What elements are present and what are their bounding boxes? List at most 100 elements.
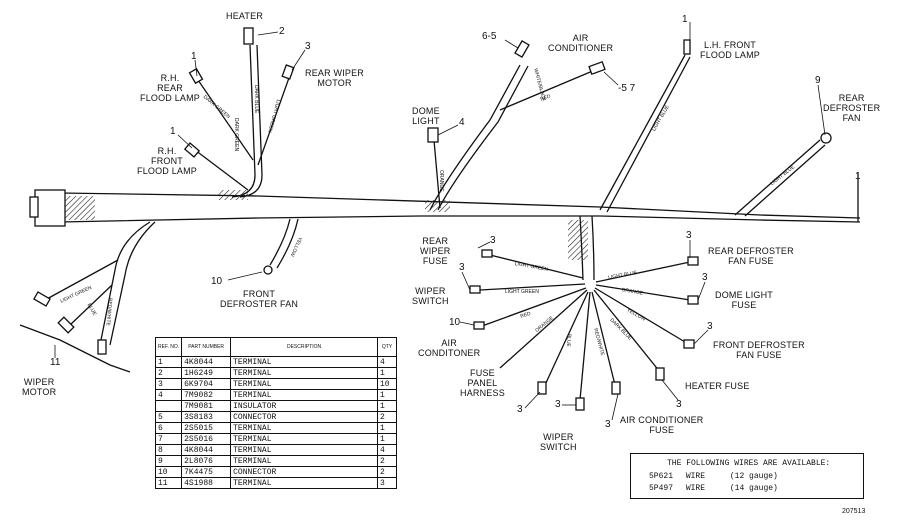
callout-3-rear-wiper-fuse: 3 — [490, 235, 496, 246]
cell-part: 6K9704 — [181, 378, 232, 390]
cell-qty: 1 — [377, 400, 397, 412]
note-part: 5P621 — [649, 472, 674, 481]
cell-ref: 2 — [154, 367, 183, 379]
cell-ref: 3 — [154, 378, 183, 390]
callout-1-rear-flood: 1 — [191, 51, 197, 62]
label-heater: HEATER — [226, 11, 264, 21]
label-wiper-switch-left: WIPER SWITCH — [412, 286, 449, 306]
wire-label-dark-blue-1: DARK BLUE — [253, 85, 259, 114]
cell-part: 7M9082 — [181, 389, 232, 401]
note-title: THE FOLLOWING WIRES ARE AVAILABLE: — [667, 459, 831, 468]
callout-9: 9 — [815, 75, 821, 86]
callout-3-front-defroster-fuse: 3 — [707, 321, 713, 332]
note-row: 5P621 WIRE (12 gauge) — [649, 472, 778, 481]
cell-ref: 4 — [154, 389, 183, 401]
cell-ref: 11 — [154, 477, 183, 489]
label-wiper-motor: WIPER MOTOR — [22, 377, 57, 397]
cell-desc: TERMINAL — [230, 378, 378, 390]
callout-1-trunk: 1 — [855, 171, 861, 182]
cell-desc: TERMINAL — [230, 444, 378, 456]
rear-defroster-branch — [734, 132, 832, 217]
label-front-defroster-fan: FRONT DEFROSTER FAN — [220, 289, 299, 309]
cell-part: 2S5016 — [181, 433, 232, 445]
callout-10-air-conditioner: 10 — [449, 317, 461, 328]
wire-label-light-green-4: LIGHT GREEN — [505, 289, 539, 295]
cell-qty: 10 — [377, 378, 397, 390]
label-rear-defroster-fan-fuse: REAR DEFROSTER FAN FUSE — [708, 246, 794, 266]
header-ref-no: REF. NO. — [154, 337, 183, 357]
header-part-number: PART NUMBER — [181, 337, 232, 357]
cell-ref: 10 — [154, 466, 183, 478]
cell-qty: 4 — [377, 444, 397, 456]
note-desc: WIRE — [685, 472, 706, 481]
cell-ref: 7 — [154, 433, 183, 445]
cell-qty: 2 — [377, 455, 397, 467]
header-description: DESCRIPTION — [230, 337, 378, 357]
cell-desc: TERMINAL — [230, 477, 378, 489]
callout-1-lh-flood: 1 — [682, 14, 688, 25]
cell-desc: INSULATOR — [230, 400, 378, 412]
air-conditioner-branch — [425, 40, 606, 212]
label-air-conditioner-left: AIR CONDITONER — [418, 338, 481, 358]
note-gauge: (14 gauge) — [729, 484, 778, 493]
cell-desc: TERMINAL — [230, 356, 378, 368]
callout-4: 4 — [459, 117, 465, 128]
cell-desc: TERMINAL — [230, 422, 378, 434]
cell-desc: TERMINAL — [230, 367, 378, 379]
label-wiper-switch-bottom: WIPER SWITCH — [540, 432, 577, 452]
wire-label-orange-1: ORANGE — [438, 170, 444, 192]
cell-part: 2S5015 — [181, 422, 232, 434]
label-rh-rear-flood-lamp: R.H. REAR FLOOD LAMP — [140, 73, 201, 103]
header-qty: QTY — [377, 337, 397, 357]
callout-3-heater-fuse: 3 — [676, 399, 682, 410]
cell-desc: TERMINAL — [230, 433, 378, 445]
label-dome-light-fuse: DOME LIGHT FUSE — [715, 290, 774, 310]
front-defroster-branch — [263, 218, 299, 275]
cell-qty: 2 — [377, 411, 397, 423]
cell-desc: CONNECTOR — [230, 466, 378, 478]
cell-qty: 1 — [377, 433, 397, 445]
leader-lines — [54, 22, 826, 421]
figure-number: 207513 — [842, 508, 866, 515]
cell-ref: 6 — [154, 422, 183, 434]
cell-qty: 3 — [377, 477, 397, 489]
cell-ref — [154, 400, 183, 412]
label-rear-wiper-fuse: REAR WIPER FUSE — [420, 236, 451, 266]
label-rear-defroster-fan: REAR DEFROSTER FAN — [823, 93, 881, 123]
cell-ref: 1 — [154, 356, 183, 368]
cell-desc: TERMINAL — [230, 455, 378, 467]
label-dome-light: DOME LIGHT — [412, 106, 440, 126]
callout-11: 11 — [50, 357, 61, 368]
lh-front-flood-branch — [599, 39, 691, 213]
callout-6-5: 6-5 — [482, 31, 497, 42]
cell-ref: 9 — [154, 455, 183, 467]
wiper-motor-branch — [19, 221, 156, 373]
label-lh-front-flood-lamp: L.H. FRONT FLOOD LAMP — [700, 40, 761, 60]
label-rear-wiper-motor: REAR WIPER MOTOR — [305, 68, 365, 88]
cell-part: 4S1988 — [181, 477, 232, 489]
callout-3-rear-defroster-fuse: 3 — [686, 230, 692, 241]
cell-part: 2L8076 — [181, 455, 232, 467]
cell-part: 4K8044 — [181, 356, 232, 368]
fuse-panel-harness — [469, 215, 699, 411]
wire-label-blue-2: BLUE — [564, 333, 572, 348]
cell-ref: 5 — [154, 411, 183, 423]
note-row: 5P497 WIRE (14 gauge) — [649, 484, 778, 493]
callout-3-air-conditioner-fuse: 3 — [605, 419, 611, 430]
cell-qty: 4 — [377, 356, 397, 368]
callout-3-wiper-switch-bottom-b: 3 — [555, 399, 561, 410]
label-front-defroster-fan-fuse: FRONT DEFROSTER FAN FUSE — [713, 340, 805, 360]
note-gauge: (12 gauge) — [729, 472, 778, 481]
note-desc: WIRE — [685, 484, 706, 493]
cell-qty: 1 — [377, 389, 397, 401]
label-heater-fuse: HEATER FUSE — [685, 381, 750, 391]
cell-desc: CONNECTOR — [230, 411, 378, 423]
rear-branch — [183, 27, 295, 200]
